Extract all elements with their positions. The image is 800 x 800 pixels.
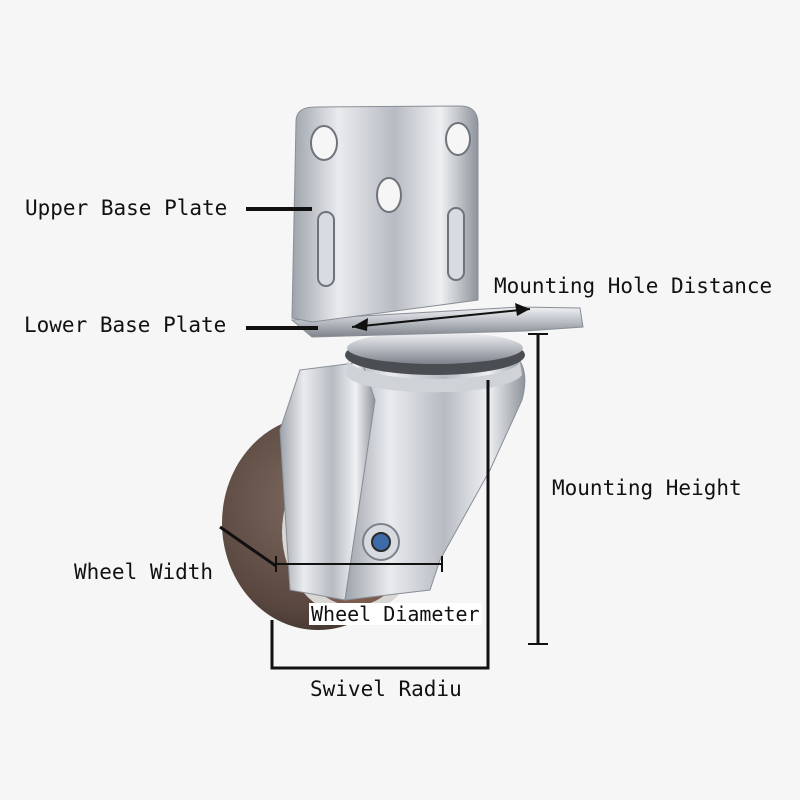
mounting-hole (376, 177, 402, 213)
wheel-width-label: Wheel Width (74, 560, 214, 584)
lower-base-plate-label: Lower Base Plate (24, 313, 227, 337)
upper-base-plate (291, 105, 479, 323)
annotation-lines (219, 207, 548, 670)
hole-distance-arrow (351, 308, 531, 328)
mounting-hole (445, 122, 471, 156)
upper-base-plate-label: Upper Base Plate (25, 196, 228, 220)
wheel-width-leader (219, 525, 277, 568)
mounting-height-label: Mounting Height (552, 476, 742, 500)
arrowhead-right (515, 303, 530, 316)
swivel-bearing (345, 332, 525, 393)
mounting-slot (317, 211, 335, 287)
mounting-hole (310, 125, 338, 161)
swivel-radius-bracket (270, 380, 490, 670)
axle-bolt (371, 532, 391, 552)
arrowhead-left (352, 318, 368, 331)
wheel-diameter-label: Wheel Diameter (309, 602, 482, 626)
mounting-slot (447, 207, 465, 281)
fork (279, 351, 526, 601)
bearing-cup (346, 360, 522, 393)
swivel-radius-label: Swivel Radiu (310, 677, 462, 701)
bearing-race (347, 332, 523, 364)
mounting-hole-distance-label: Mounting Hole Distance (494, 274, 773, 298)
upper-plate-body (291, 105, 479, 323)
